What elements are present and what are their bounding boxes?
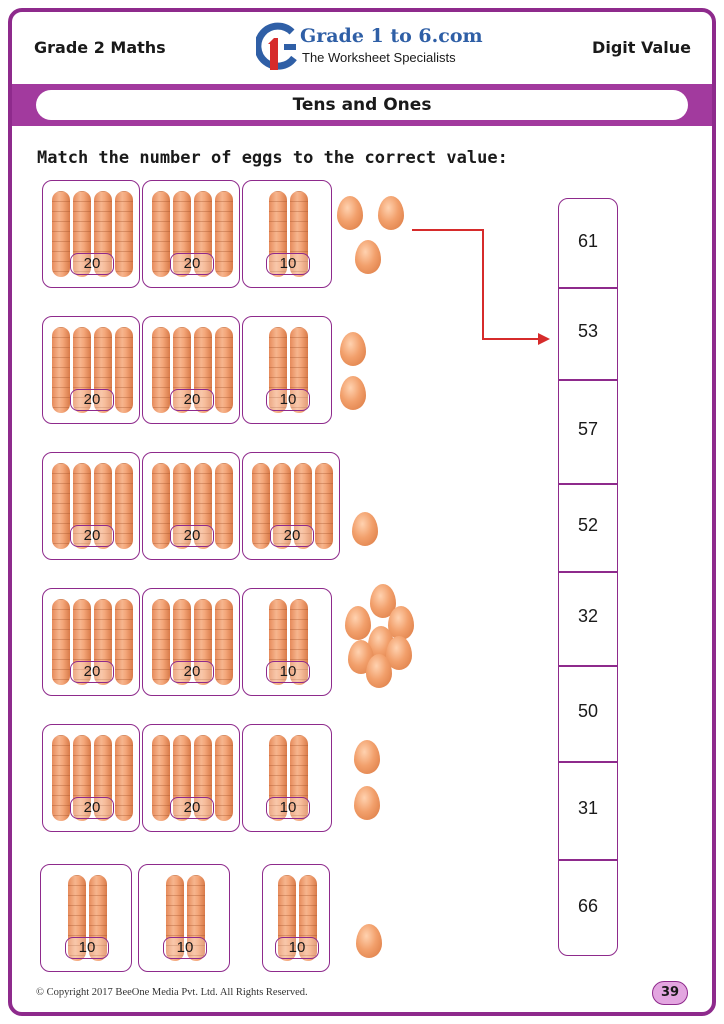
group-value-label: 20 (170, 253, 214, 275)
loose-egg (354, 740, 380, 774)
egg-group: 20 (142, 588, 240, 696)
answer-divider (559, 287, 617, 289)
group-value-label: 20 (70, 797, 114, 819)
loose-egg (345, 606, 371, 640)
egg-stack (51, 735, 70, 821)
loose-egg (340, 376, 366, 410)
group-value-label: 20 (170, 525, 214, 547)
egg-stack (51, 327, 70, 413)
egg-stack (151, 735, 170, 821)
egg-group: 10 (262, 864, 330, 972)
loose-egg (354, 786, 380, 820)
group-value-label: 10 (266, 253, 310, 275)
answer-option[interactable]: 32 (577, 606, 599, 626)
answer-option[interactable]: 52 (577, 515, 599, 535)
egg-stack (151, 191, 170, 277)
egg-stack (51, 599, 70, 685)
egg-group: 20 (42, 724, 140, 832)
loose-egg (378, 196, 404, 230)
answer-divider (559, 483, 617, 485)
group-value-label: 20 (270, 525, 314, 547)
group-value-label: 10 (266, 389, 310, 411)
answer-option[interactable]: 50 (577, 701, 599, 721)
answer-option[interactable]: 57 (577, 419, 599, 439)
group-value-label: 20 (70, 253, 114, 275)
egg-group: 10 (242, 316, 332, 424)
egg-stack (114, 191, 133, 277)
group-value-label: 10 (266, 661, 310, 683)
egg-stack (214, 735, 233, 821)
egg-group: 10 (242, 588, 332, 696)
egg-group: 20 (142, 452, 240, 560)
answer-divider (559, 571, 617, 573)
copyright-text: © Copyright 2017 BeeOne Media Pvt. Ltd. … (36, 987, 308, 998)
egg-group: 20 (142, 316, 240, 424)
answer-option[interactable]: 31 (577, 798, 599, 818)
egg-stack (114, 599, 133, 685)
topic-label: Digit Value (592, 38, 691, 57)
egg-group: 20 (42, 180, 140, 288)
egg-stack (151, 463, 170, 549)
answer-column: 61 53 57 52 32 50 31 66 (558, 198, 618, 956)
answer-option[interactable]: 53 (577, 321, 599, 341)
logo-mark-icon (254, 22, 297, 70)
egg-group: 20 (142, 180, 240, 288)
egg-stack (151, 327, 170, 413)
answer-divider (559, 859, 617, 861)
answer-divider (559, 761, 617, 763)
egg-stack (214, 191, 233, 277)
page-number: 39 (652, 981, 688, 1005)
group-value-label: 20 (70, 525, 114, 547)
loose-egg (337, 196, 363, 230)
group-value-label: 20 (170, 389, 214, 411)
group-value-label: 20 (70, 389, 114, 411)
egg-group: 10 (242, 724, 332, 832)
egg-stack (251, 463, 270, 549)
answer-divider (559, 379, 617, 381)
group-value-label: 10 (163, 937, 207, 959)
egg-stack (51, 191, 70, 277)
answer-option[interactable]: 61 (577, 231, 599, 251)
loose-egg (352, 512, 378, 546)
egg-stack (51, 463, 70, 549)
group-value-label: 20 (70, 661, 114, 683)
loose-egg (356, 924, 382, 958)
answer-divider (559, 665, 617, 667)
group-value-label: 10 (65, 937, 109, 959)
egg-stack (114, 327, 133, 413)
grade-label: Grade 2 Maths (34, 38, 166, 57)
egg-stack (114, 463, 133, 549)
egg-group: 20 (42, 588, 140, 696)
instruction-text: Match the number of eggs to the correct … (37, 148, 508, 168)
group-value-label: 10 (266, 797, 310, 819)
loose-egg (355, 240, 381, 274)
group-value-label: 10 (275, 937, 319, 959)
site-logo: Grade 1 to 6.com The Worksheet Specialis… (254, 22, 483, 74)
loose-egg (340, 332, 366, 366)
logo-tagline: The Worksheet Specialists (302, 50, 456, 65)
loose-egg (388, 606, 414, 640)
group-value-label: 20 (170, 797, 214, 819)
egg-group: 20 (42, 316, 140, 424)
egg-group: 10 (40, 864, 132, 972)
logo-brand-text: Grade 1 to 6.com (300, 25, 483, 47)
egg-group: 20 (242, 452, 340, 560)
egg-stack (214, 599, 233, 685)
answer-option[interactable]: 66 (577, 896, 599, 916)
egg-group: 10 (138, 864, 230, 972)
egg-stack (151, 599, 170, 685)
egg-stack (314, 463, 333, 549)
egg-stack (214, 463, 233, 549)
egg-group: 10 (242, 180, 332, 288)
loose-egg (366, 654, 392, 688)
group-value-label: 20 (170, 661, 214, 683)
egg-stack (214, 327, 233, 413)
egg-group: 20 (142, 724, 240, 832)
egg-stack (114, 735, 133, 821)
worksheet-title: Tens and Ones (36, 90, 688, 120)
egg-group: 20 (42, 452, 140, 560)
